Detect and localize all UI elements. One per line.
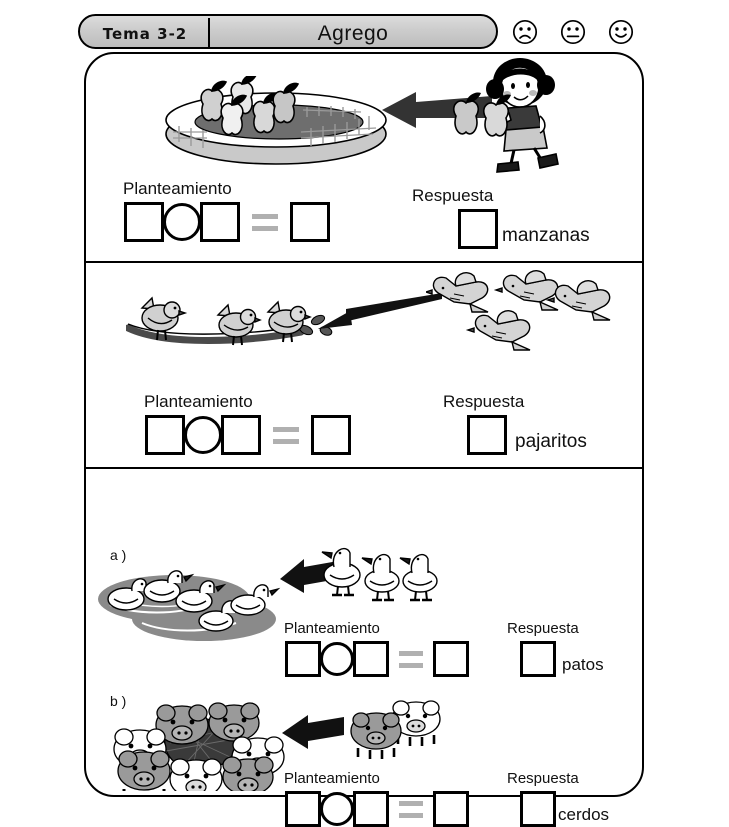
planteamiento-label: Planteamiento	[123, 179, 232, 198]
equals-sign	[252, 210, 278, 235]
unit-label: manzanas	[502, 225, 590, 246]
girl-carrying-apples	[452, 58, 559, 173]
input-box-answer[interactable]	[520, 641, 556, 677]
planteamiento-label: Planteamiento	[144, 392, 253, 411]
operator-circle[interactable]	[320, 792, 354, 826]
input-box-answer[interactable]	[458, 209, 498, 249]
walking-ducks	[321, 548, 438, 602]
input-box-sum[interactable]	[433, 641, 469, 677]
arrow-left-icon	[280, 559, 338, 593]
input-box-answer[interactable]	[520, 791, 556, 827]
input-box-addend-1[interactable]	[285, 641, 321, 677]
operator-circle[interactable]	[163, 203, 201, 241]
input-box-addend-2[interactable]	[353, 641, 389, 677]
input-box-addend-1[interactable]	[285, 791, 321, 827]
planteamiento-row	[285, 791, 469, 827]
self-assessment-faces	[512, 14, 647, 49]
exercise-birds: Planteamiento Respuesta pajaritos	[86, 261, 642, 467]
planteamiento-label: Planteamiento	[284, 620, 380, 637]
planteamiento-label: Planteamiento	[284, 770, 380, 787]
input-box-addend-2[interactable]	[353, 791, 389, 827]
input-box-sum[interactable]	[433, 791, 469, 827]
neutral-face-icon[interactable]	[560, 19, 586, 45]
respuesta-row: pajaritos	[467, 415, 587, 455]
happy-face-icon[interactable]	[608, 19, 634, 45]
header-pill: Tema 3-2 Agrego	[78, 14, 498, 49]
unit-label: patos	[562, 655, 604, 674]
equals-sign	[399, 797, 423, 822]
tema-label: Tema 3-2	[82, 18, 210, 49]
flying-birds	[426, 270, 611, 351]
two-pigs	[350, 700, 441, 759]
equals-sign	[273, 423, 299, 448]
item-letter-b: b )	[110, 693, 127, 709]
input-box-addend-2[interactable]	[221, 415, 261, 455]
ducks-in-pond	[98, 570, 281, 641]
respuesta-label: Respuesta	[507, 770, 579, 787]
operator-circle[interactable]	[320, 642, 354, 676]
worksheet-header: Tema 3-2 Agrego	[78, 14, 498, 49]
sad-face-icon[interactable]	[512, 19, 538, 45]
input-box-addend-2[interactable]	[200, 202, 240, 242]
unit-label: cerdos	[558, 805, 610, 824]
respuesta-label: Respuesta	[507, 620, 579, 637]
respuesta-label: Respuesta	[443, 392, 525, 411]
exercise-apples: Planteamiento Respuesta manzanas	[86, 54, 642, 261]
respuesta-label: Respuesta	[412, 186, 494, 205]
item-letter-a: a )	[110, 547, 127, 563]
respuesta-row: cerdos	[520, 791, 609, 827]
respuesta-row: patos	[520, 641, 604, 677]
operator-circle[interactable]	[184, 416, 222, 454]
basket-of-apples	[165, 76, 387, 165]
page-title: Agrego	[317, 21, 389, 45]
arrow-left-icon	[318, 293, 442, 329]
group-of-pigs	[113, 702, 285, 791]
arrow-left-icon	[282, 715, 344, 749]
equals-sign	[399, 647, 423, 672]
input-box-answer[interactable]	[467, 415, 507, 455]
respuesta-row: manzanas	[458, 209, 590, 249]
planteamiento-row	[285, 641, 469, 677]
input-box-addend-1[interactable]	[124, 202, 164, 242]
exercise-group-c: a )	[86, 467, 642, 827]
planteamiento-row	[124, 202, 330, 242]
planteamiento-row	[145, 415, 351, 455]
input-box-sum[interactable]	[311, 415, 351, 455]
section-divider	[86, 261, 642, 263]
birds-on-branch	[126, 296, 333, 346]
input-box-addend-1[interactable]	[145, 415, 185, 455]
worksheet-frame: Planteamiento Respuesta manzanas	[84, 52, 644, 827]
unit-label: pajaritos	[515, 431, 587, 452]
section-divider	[86, 467, 642, 469]
input-box-sum[interactable]	[290, 202, 330, 242]
